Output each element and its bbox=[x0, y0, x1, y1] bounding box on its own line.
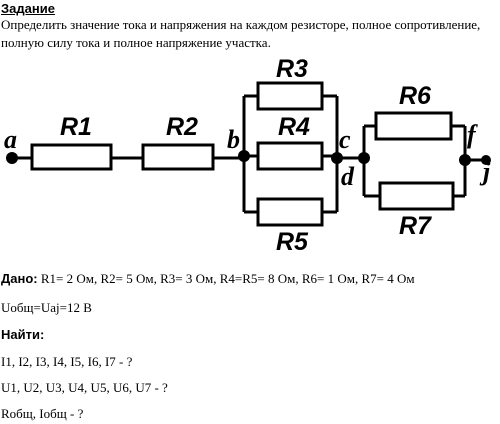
label-r4: R4 bbox=[278, 113, 310, 141]
label-node-c: c bbox=[339, 125, 351, 154]
find-label: Найти: bbox=[1, 327, 45, 342]
find-currents: I1, I2, I3, I4, I5, I6, I7 - ? bbox=[1, 354, 133, 369]
node-d-dot bbox=[358, 152, 370, 164]
label-r2: R2 bbox=[166, 113, 198, 141]
label-node-b: b bbox=[227, 125, 240, 154]
label-r6: R6 bbox=[399, 82, 432, 110]
label-r5: R5 bbox=[276, 228, 309, 256]
label-node-a: a bbox=[4, 125, 17, 154]
label-node-f: f bbox=[467, 120, 478, 149]
task-heading: Задание bbox=[1, 1, 55, 16]
given-values: R1= 2 Ом, R2= 5 Ом, R3= 3 Ом, R4=R5= 8 О… bbox=[37, 271, 415, 286]
resistor-r4 bbox=[256, 141, 324, 171]
given-label: Дано: bbox=[1, 271, 38, 286]
task-line-1: Определить значение тока и напряжения на… bbox=[1, 17, 481, 32]
given-voltage: Uобщ=Uaj=12 B bbox=[1, 300, 92, 315]
resistor-r3 bbox=[256, 81, 324, 111]
resistor-r6 bbox=[374, 111, 453, 141]
resistor-r7 bbox=[378, 181, 455, 211]
node-a-dot bbox=[6, 152, 18, 164]
given-line: Дано: R1= 2 Ом, R2= 5 Ом, R3= 3 Ом, R4=R… bbox=[1, 271, 415, 287]
node-c-dot bbox=[331, 152, 343, 164]
resistor-r5 bbox=[256, 197, 324, 227]
node-j-dot bbox=[481, 155, 491, 165]
label-r3: R3 bbox=[276, 55, 308, 83]
label-r1: R1 bbox=[60, 113, 92, 141]
node-f-dot bbox=[459, 154, 471, 166]
resistor-r2 bbox=[141, 143, 215, 171]
find-totals: Rобщ, Iобщ - ? bbox=[1, 406, 84, 421]
label-r7: R7 bbox=[399, 212, 432, 240]
resistor-r1 bbox=[30, 143, 113, 171]
node-b-dot bbox=[238, 150, 250, 162]
task-line-2: полную силу тока и полное напряжение уча… bbox=[1, 35, 271, 50]
find-voltages: U1, U2, U3, U4, U5, U6, U7 - ? bbox=[1, 380, 168, 395]
label-node-d: d bbox=[341, 162, 355, 191]
